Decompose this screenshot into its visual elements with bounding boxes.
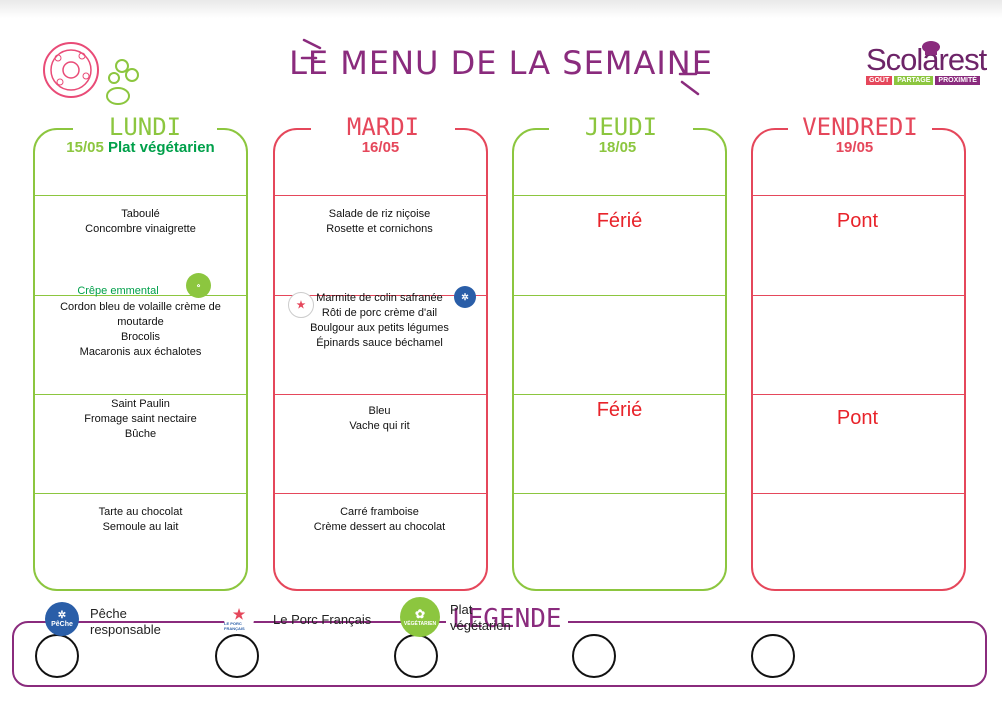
divider [753, 195, 966, 196]
legend-circle [35, 634, 79, 678]
menu-item: Concombre vinaigrette [85, 223, 196, 235]
legend-label: végétarien [450, 618, 511, 633]
chef-hat-icon [922, 41, 940, 55]
menu-item: Crème dessert au chocolat [313, 521, 446, 533]
menu-item: Rôti de porc crème d'ail [321, 307, 438, 319]
legend-badge-text: PêChe [51, 621, 73, 628]
divider [275, 493, 488, 494]
peche-responsable-icon: ✲ [454, 286, 476, 308]
date-vendredi: 19/05 [835, 139, 874, 156]
date-lundi-extra: Plat végétarien [108, 139, 215, 156]
menu-item: Carré framboise [340, 506, 419, 518]
legend-label: Plat [450, 602, 473, 617]
date-jeudi: 18/05 [598, 139, 637, 156]
divider [753, 394, 966, 395]
divider [35, 493, 248, 494]
menu-item: Cordon bleu de volaille crème de [60, 301, 221, 313]
divider [514, 195, 727, 196]
menu-item: Macaronis aux échalotes [79, 346, 202, 358]
legend-item-porc: Le Porc Français [273, 612, 372, 627]
lundi-veg-main: Crêpe emmental [77, 285, 159, 297]
porc-francais-icon: ★ [288, 292, 314, 318]
vegetarien-icon: ✿ [186, 273, 211, 298]
lundi-main: Cordon bleu de volaille crème de moutard… [33, 300, 248, 360]
peche-responsable-icon: ✲PêChe [45, 602, 79, 636]
legend-title: LEGENDE [446, 604, 568, 634]
menu-item: Fromage saint nectaire [84, 413, 197, 425]
brand-tag-1: GOÛT [866, 76, 893, 85]
menu-item: Vache qui rit [349, 420, 410, 432]
title-dash-right-icon [678, 72, 700, 96]
title-dash-left-icon [300, 38, 322, 60]
legend-item-vegetarien: Plat végétarien [450, 602, 511, 634]
menu-item: Saint Paulin [111, 398, 170, 410]
date-mardi: 16/05 [361, 139, 400, 156]
decor-plate-icon [43, 42, 139, 105]
divider [35, 195, 248, 196]
lundi-cheese: Saint Paulin Fromage saint nectaire Bûch… [33, 397, 248, 442]
legend-circle [215, 634, 259, 678]
jeudi-ferie-2: Férié [596, 399, 643, 421]
menu-item: Tarte au chocolat [98, 506, 183, 518]
top-shade [0, 0, 1002, 18]
lundi-dessert: Tarte au chocolat Semoule au lait [33, 505, 248, 535]
legend-label: Pêche [90, 606, 127, 621]
vendredi-pont-2: Pont [836, 407, 879, 429]
day-name-jeudi: JEUDI [549, 113, 693, 141]
jeudi-ferie-1: Férié [596, 210, 643, 232]
divider [275, 394, 488, 395]
menu-item: Semoule au lait [102, 521, 179, 533]
legend-label: responsable [90, 622, 161, 637]
column-vendredi [751, 128, 966, 591]
legend-circle [751, 634, 795, 678]
legend-circle [394, 634, 438, 678]
day-name-mardi: MARDI [311, 113, 455, 141]
divider [35, 394, 248, 395]
mardi-dessert: Carré framboise Crème dessert au chocola… [272, 505, 487, 535]
day-name-vendredi: VENDREDI [788, 113, 932, 141]
date-lundi: 15/05 Plat végétarien [33, 139, 248, 156]
menu-item: Bûche [124, 428, 157, 440]
menu-item: Salade de riz niçoise [328, 208, 431, 220]
legend-badge-text: LE PORC FRANÇAIS [224, 621, 245, 631]
date-lundi-value: 15/05 [66, 139, 104, 156]
divider [514, 394, 727, 395]
column-jeudi [512, 128, 727, 591]
legend-badge-text: VÉGÉTARIEN [403, 621, 437, 627]
mardi-main: Marmite de colin safranée Rôti de porc c… [272, 291, 487, 351]
brand-tag-3: PROXIMITÉ [935, 76, 980, 85]
menu-item: Taboulé [121, 208, 160, 220]
menu-item: Boulgour aux petits légumes [310, 322, 449, 334]
divider [35, 295, 248, 296]
divider [514, 493, 727, 494]
divider [275, 295, 488, 296]
menu-item: moutarde [117, 316, 164, 328]
divider [275, 195, 488, 196]
brand-tag-2: PARTAGE [894, 76, 934, 85]
vegetarien-icon: ✿VÉGÉTARIEN [400, 597, 440, 637]
porc-francais-icon: ★LE PORC FRANÇAIS [224, 604, 254, 634]
menu-item: Rosette et cornichons [326, 223, 433, 235]
legend-circle [572, 634, 616, 678]
mardi-starter: Salade de riz niçoise Rosette et cornich… [272, 207, 487, 237]
vendredi-pont-1: Pont [836, 210, 879, 232]
menu-item: Brocolis [120, 331, 161, 343]
menu-item: Épinards sauce béchamel [316, 337, 443, 349]
menu-item: Bleu [368, 405, 391, 417]
divider [753, 295, 966, 296]
day-name-lundi: LUNDI [73, 113, 217, 141]
lundi-starter: Taboulé Concombre vinaigrette [33, 207, 248, 237]
page-title: LE MENU DE LA SEMAINE [289, 44, 713, 82]
menu-item: Marmite de colin safranée [316, 292, 443, 304]
divider [753, 493, 966, 494]
mardi-cheese: Bleu Vache qui rit [272, 404, 487, 434]
divider [514, 295, 727, 296]
legend-item-peche: Pêche responsable [90, 606, 161, 638]
